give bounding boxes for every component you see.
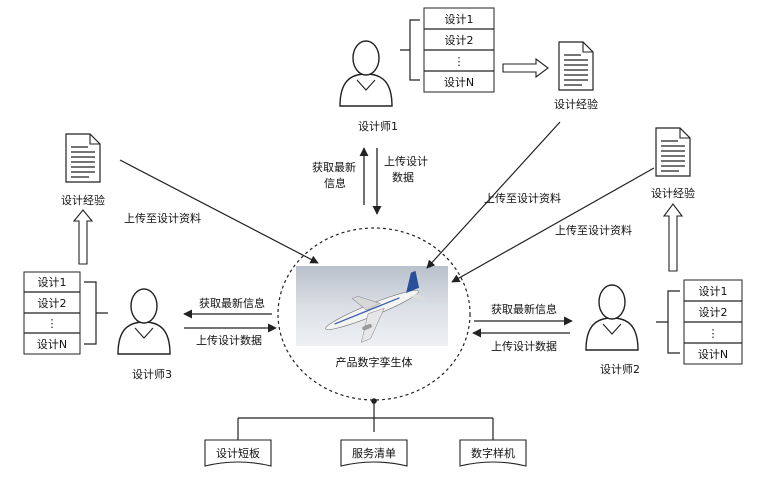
output-service-list: 服务清单 bbox=[340, 439, 408, 467]
designer2-design-list: 设计1 设计2 ⋮ 设计N bbox=[683, 279, 743, 365]
output-design-shortboard: 设计短板 bbox=[204, 439, 272, 467]
designer3-name: 设计师3 bbox=[132, 368, 172, 381]
designer1-item-ellipsis: ⋮ bbox=[454, 55, 465, 68]
designer2-get-info-label: 获取最新信息 bbox=[491, 302, 557, 316]
designer3-item-1: 设计1 bbox=[38, 276, 67, 289]
designer2-experience-label: 设计经验 bbox=[651, 186, 695, 200]
designer3-upload-material-label: 上传至设计资料 bbox=[124, 211, 201, 225]
designer2-item-n: 设计N bbox=[698, 348, 728, 361]
designer3-item-n: 设计N bbox=[37, 338, 67, 351]
designer1-item-1: 设计1 bbox=[445, 13, 474, 26]
designer2-upload-material-label: 上传至设计资料 bbox=[555, 223, 632, 237]
designer3-design-list: 设计1 设计2 ⋮ 设计N bbox=[23, 271, 81, 355]
svg-text:设计短板: 设计短板 bbox=[216, 446, 260, 460]
designer1-item-n: 设计N bbox=[444, 76, 474, 89]
designer3-get-info-label: 获取最新信息 bbox=[199, 296, 265, 310]
designer1-upload-line2: 数据 bbox=[392, 170, 414, 184]
designer3-item-ellipsis: ⋮ bbox=[47, 317, 58, 330]
designer1-upload-line1: 上传设计 bbox=[384, 155, 428, 168]
designer3-item-2: 设计2 bbox=[38, 297, 67, 310]
designer2-person-icon bbox=[585, 284, 639, 351]
designer2-hollow-arrow bbox=[662, 203, 684, 272]
designer3-hollow-arrow bbox=[72, 209, 94, 265]
digital-twin-label: 产品数字孪生体 bbox=[336, 355, 413, 369]
output-digital-prototype: 数字样机 bbox=[459, 439, 527, 467]
designer1-get-info-line2: 信息 bbox=[324, 176, 346, 190]
aircraft-image bbox=[296, 266, 448, 346]
digital-twin-boundary bbox=[277, 227, 471, 401]
designer2-item-2: 设计2 bbox=[699, 306, 728, 319]
designer2-name: 设计师2 bbox=[600, 363, 640, 376]
designer2-experience-doc-icon bbox=[655, 127, 691, 177]
designer3-person-icon bbox=[117, 288, 171, 355]
designer1-hollow-arrow bbox=[502, 57, 549, 79]
designer2-item-1: 设计1 bbox=[699, 285, 728, 298]
designer3-experience-label: 设计经验 bbox=[61, 193, 105, 207]
designer1-experience-label: 设计经验 bbox=[554, 97, 598, 111]
designer2-upload-label: 上传设计数据 bbox=[491, 339, 557, 353]
designer1-item-2: 设计2 bbox=[445, 34, 474, 47]
designer3-experience-doc-icon bbox=[65, 133, 101, 183]
designer1-get-info-line1: 获取最新 bbox=[312, 160, 356, 174]
designer1-upload-material-label: 上传至设计资料 bbox=[484, 191, 561, 205]
svg-text:服务清单: 服务清单 bbox=[352, 447, 396, 460]
designer3-upload-label: 上传设计数据 bbox=[196, 333, 262, 347]
designer1-experience-doc-icon bbox=[558, 41, 594, 91]
designer2-item-ellipsis: ⋮ bbox=[708, 327, 719, 340]
designer1-name: 设计师1 bbox=[358, 120, 398, 133]
svg-text:数字样机: 数字样机 bbox=[471, 446, 515, 460]
designer1-design-list: 设计1 设计2 ⋮ 设计N bbox=[423, 7, 495, 93]
designer1-person-icon bbox=[339, 40, 393, 107]
